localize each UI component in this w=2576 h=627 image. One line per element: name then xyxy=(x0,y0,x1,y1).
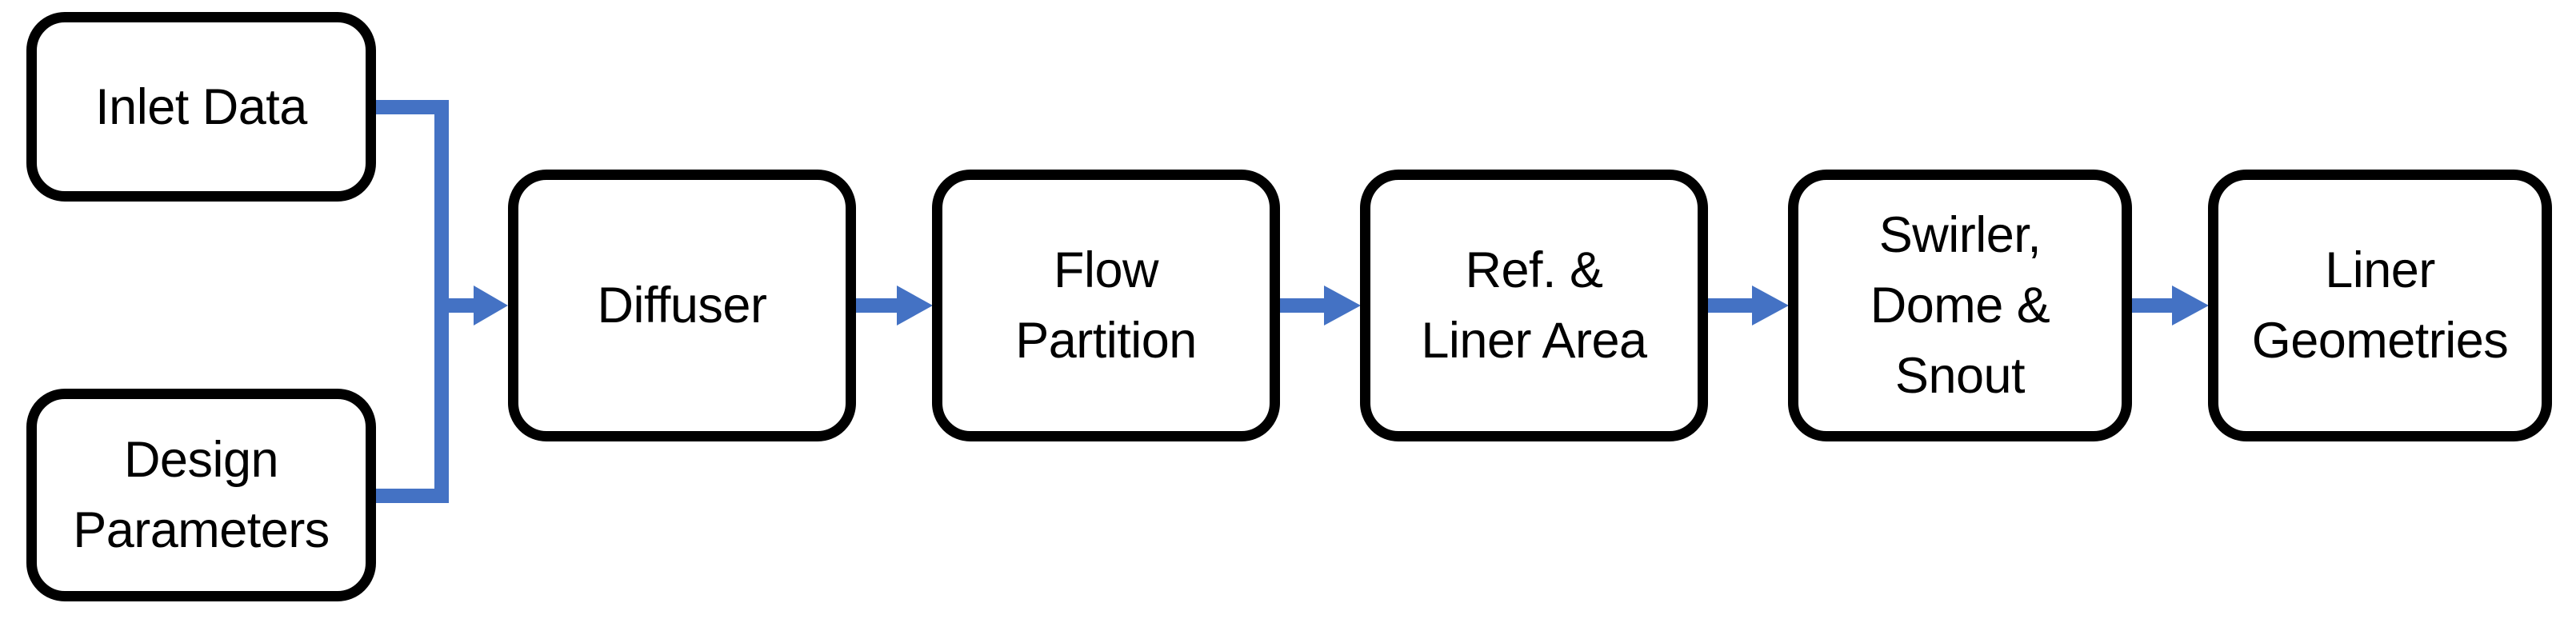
node-label: Ref. & Liner Area xyxy=(1421,235,1647,376)
node-label: Inlet Data xyxy=(95,72,307,142)
node-label-line: Snout xyxy=(1894,348,2026,404)
node-design-parameters: Design Parameters xyxy=(26,389,376,601)
node-label: Design Parameters xyxy=(73,425,330,565)
node-label: Liner Geometries xyxy=(2252,235,2509,376)
node-label-line: Partition xyxy=(1015,313,1197,369)
arrow-swirler-to-liner-geometries-head xyxy=(2172,286,2209,325)
node-ref-liner-area: Ref. & Liner Area xyxy=(1360,170,1708,441)
node-label-line: Geometries xyxy=(2251,313,2509,369)
node-swirler-dome-snout: Swirler, Dome & Snout xyxy=(1788,170,2132,441)
node-label-line: Parameters xyxy=(73,502,330,558)
node-diffuser: Diffuser xyxy=(508,170,856,441)
arrow-diffuser-to-flow-partition-head xyxy=(897,286,933,325)
node-label: Swirler, Dome & Snout xyxy=(1870,200,2050,411)
node-label-line: Design xyxy=(123,432,279,488)
node-label-line: Inlet Data xyxy=(95,78,307,135)
arrow-junction-to-diffuser-head xyxy=(474,286,508,325)
node-label-line: Dome & xyxy=(1870,278,2050,333)
arrow-flow-partition-to-ref-liner-head xyxy=(1324,286,1361,325)
node-label-line: Diffuser xyxy=(597,278,767,333)
node-label-line: Ref. & xyxy=(1465,242,1603,298)
node-inlet-data: Inlet Data xyxy=(26,12,376,202)
node-liner-geometries: Liner Geometries xyxy=(2208,170,2552,441)
node-label-line: Liner Area xyxy=(1421,313,1647,369)
arrow-ref-liner-to-swirler-head xyxy=(1752,286,1789,325)
node-label-line: Liner xyxy=(2325,242,2435,298)
node-label: Diffuser xyxy=(598,270,767,341)
node-label: Flow Partition xyxy=(1015,235,1197,376)
node-label-line: Swirler, xyxy=(1878,207,2042,263)
node-label-line: Flow xyxy=(1053,242,1159,298)
node-flow-partition: Flow Partition xyxy=(932,170,1280,441)
